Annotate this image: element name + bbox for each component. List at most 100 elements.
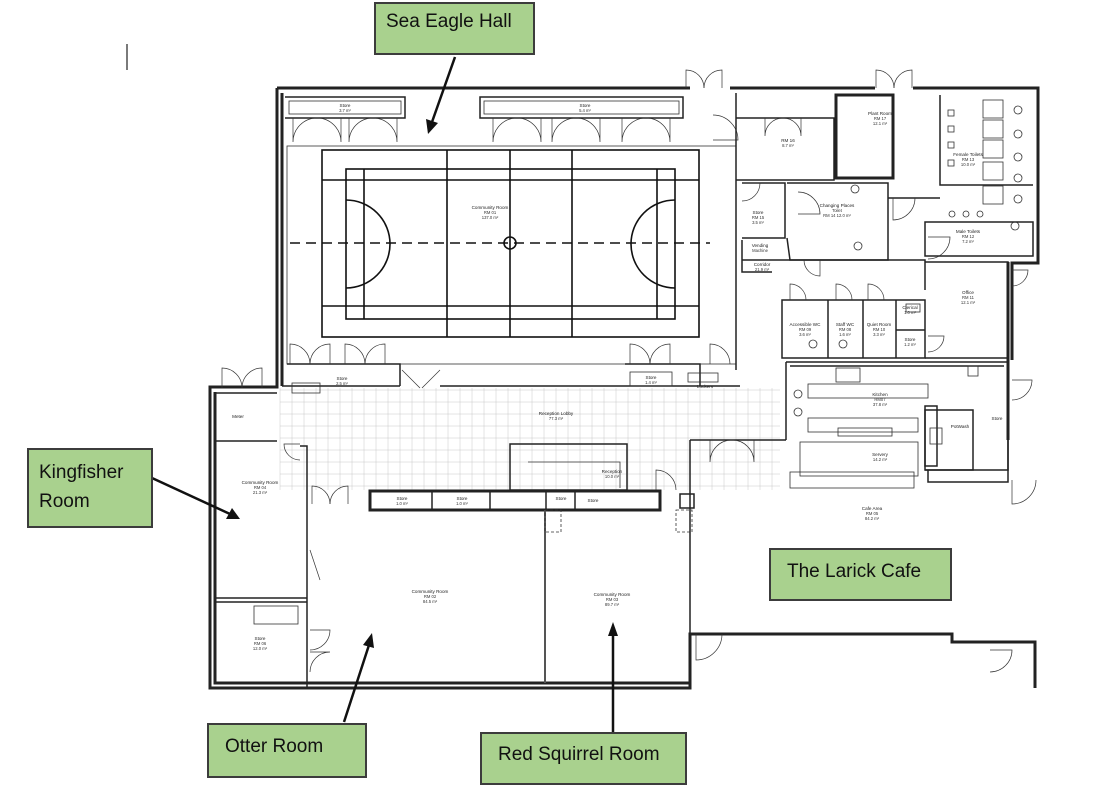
callout-label: Sea Eagle Hall (386, 11, 512, 32)
callout-label: Otter Room (225, 736, 324, 757)
room-label: Female Toilets (953, 152, 983, 157)
room-area: 21.3 m² (253, 490, 268, 495)
kingfisher-arrowhead (226, 508, 240, 519)
room-label: Store (457, 496, 468, 501)
room-label: Reception Lobby (539, 411, 574, 416)
room-label: Community Room (472, 205, 509, 210)
room-area: 84.5 m² (423, 599, 438, 604)
room-ref: RM 08 (839, 327, 852, 332)
room-area: 12.0 m² (253, 646, 268, 651)
room-label: Vending (752, 243, 769, 248)
sea-eagle-arrow (430, 56, 457, 123)
hall-doors (221, 69, 913, 389)
room-ref: RM 02 (424, 594, 437, 599)
room-area: 8.7 m² (782, 143, 794, 148)
room-label: Community Room (242, 480, 279, 485)
room-label: PotWash (951, 424, 970, 429)
room-ref: RM 05 (866, 511, 879, 516)
room-label: Male Toilets (956, 229, 981, 234)
room-area: RM 14 12.0 m² (823, 213, 851, 218)
room-label: Store (255, 636, 266, 641)
otter-room-callout: Otter Room (207, 723, 367, 778)
room-area: 5.4 m² (579, 108, 591, 113)
room-label: Cafe Area (862, 506, 883, 511)
room-label: Staff WC (836, 322, 855, 327)
room-area: 3.3 m² (873, 332, 885, 337)
room-label: Store (340, 103, 351, 108)
room-area: 84.2 m² (865, 516, 880, 521)
room-ref: RM 11 (962, 295, 975, 300)
room-ref: RM 13 (962, 157, 975, 162)
room-ref: RM 03 (606, 597, 619, 602)
room-area: 21.9 m² (755, 267, 770, 272)
callout-label-line2: Room (39, 491, 90, 512)
room-area: 14.2 m² (873, 457, 888, 462)
sea-eagle-hall (285, 96, 737, 386)
room-area: 1.0 m² (396, 501, 408, 506)
room-label: Community Room (412, 589, 449, 594)
room-area: 2.5 m² (336, 381, 348, 386)
room-area: 10.0 m² (605, 474, 620, 479)
room-label: RM 16 (781, 138, 795, 143)
room-label: Store (905, 337, 916, 342)
room-ref: RM 10 (873, 327, 886, 332)
room-area: 1.0 m² (456, 501, 468, 506)
callout-label: Red Squirrel Room (498, 744, 660, 765)
room-label: Store (397, 496, 408, 501)
kitchen-cafe (785, 361, 1033, 489)
room-label: Store (580, 103, 591, 108)
otter-arrow (342, 644, 371, 723)
room-ref: RM 06 (254, 641, 267, 646)
room-label: Store (337, 376, 348, 381)
room-area: 89.7 m² (605, 602, 620, 607)
callout-label-line1: Kingfisher (39, 462, 124, 483)
room-label: Servery (872, 452, 889, 457)
room-ref: RM 09 (799, 327, 812, 332)
red-squirrel-room-callout: Red Squirrel Room (480, 732, 687, 785)
room-ref: RM 15 (752, 215, 765, 220)
red-squirrel-arrowhead (608, 622, 618, 636)
room-area: 77.3 m² (549, 416, 564, 421)
room-area: 3.6 m² (799, 332, 811, 337)
room-area: 1.0 m² (904, 310, 916, 315)
room-area: 1.6 m² (839, 332, 851, 337)
kingfisher-arrow (151, 476, 231, 516)
room-ref: RM07 (874, 397, 886, 402)
lobby-interior (215, 371, 1037, 688)
room-label: Store (646, 375, 657, 380)
room-area: 1.4 m² (645, 380, 657, 385)
room-area: 1.2 m² (904, 342, 916, 347)
room-label: Clerical (902, 305, 917, 310)
room-area: 37.8 m² (873, 402, 888, 407)
room-label: Office (962, 290, 974, 295)
room-label: Quiet Room (867, 322, 892, 327)
room-ref: RM 04 (254, 485, 267, 490)
room-area: 12.1 m² (961, 300, 976, 305)
sea-eagle-arrowhead (426, 119, 438, 134)
room-label: Store (556, 496, 567, 501)
room-area: 12.1 m² (873, 121, 888, 126)
room-labels: Store 3.7 m² Store 5.4 m² Community Room… (232, 103, 1003, 651)
kingfisher-room-callout: Kingfisher Room (27, 448, 153, 528)
services-block (735, 93, 1034, 370)
room-area: 10.0 m² (961, 162, 976, 167)
room-label: Reception (602, 469, 623, 474)
room-label: Store (753, 210, 764, 215)
room-area: 3.5 m² (752, 220, 764, 225)
room-label: Store (588, 498, 599, 503)
sea-eagle-hall-callout: Sea Eagle Hall (374, 2, 535, 55)
room-label: Changing Places (820, 203, 855, 208)
callout-arrows (151, 56, 618, 733)
room-label: Plant Room (868, 111, 892, 116)
room-label: Corridor (754, 262, 771, 267)
room-label: Community Room (594, 592, 631, 597)
room-ref: Machine (752, 248, 768, 253)
room-area: 3.7 m² (339, 108, 351, 113)
callout-label: The Larick Cafe (787, 561, 922, 582)
lobby-tile-grid (279, 388, 780, 490)
room-area: 7.2 m² (962, 239, 974, 244)
otter-arrowhead (363, 633, 374, 648)
room-label: Kitchen (872, 392, 888, 397)
room-ref: RM 12 (962, 234, 975, 239)
